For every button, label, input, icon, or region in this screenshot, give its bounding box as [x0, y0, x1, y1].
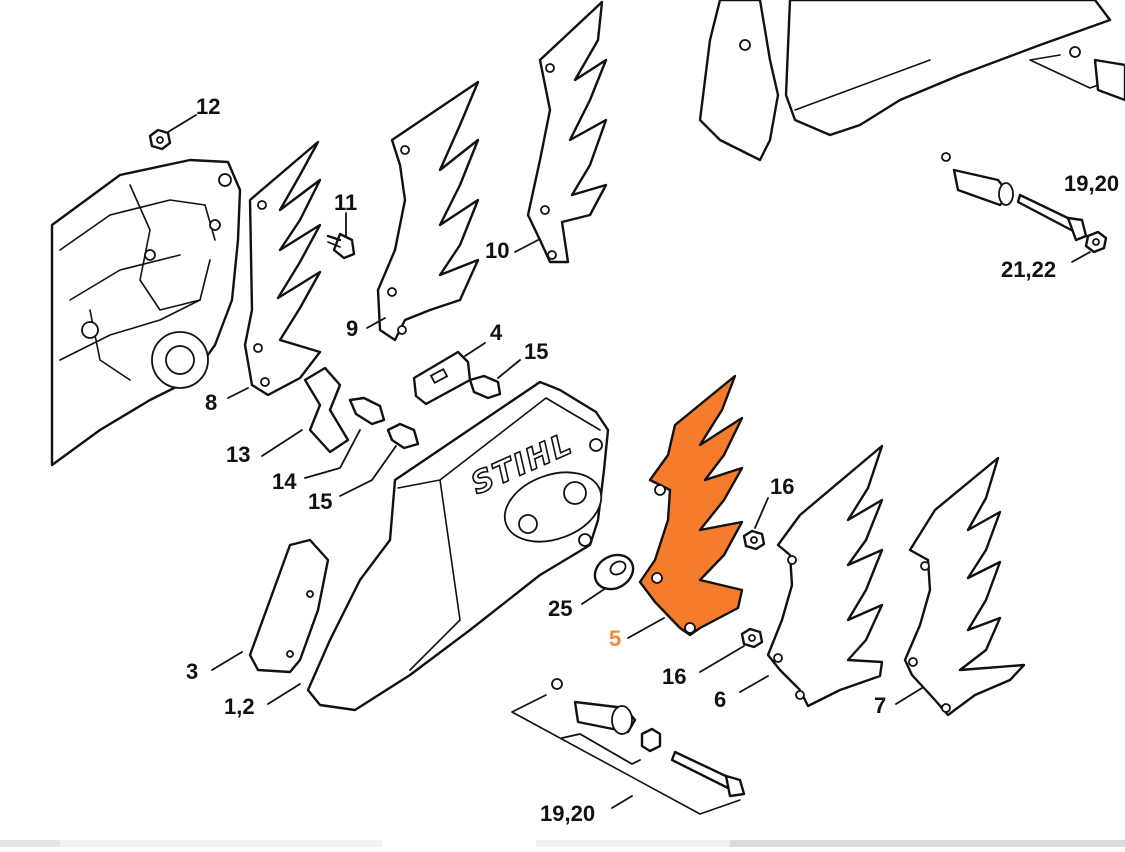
nut-25[interactable]	[589, 548, 640, 596]
leader-21-22	[1071, 251, 1091, 263]
leader-16-lower	[699, 645, 745, 673]
cover-3[interactable]	[248, 538, 330, 674]
callout-5-selected[interactable]: 5	[609, 626, 622, 651]
callout-4[interactable]: 4	[490, 320, 503, 345]
leader-15-lower	[339, 445, 397, 497]
plate-5-highlighted[interactable]	[638, 374, 744, 637]
plate-9[interactable]	[376, 80, 480, 342]
nut-16-lower[interactable]	[740, 627, 764, 649]
leader-4	[464, 342, 486, 357]
callout-16-lower[interactable]: 16	[662, 664, 687, 689]
callout-11[interactable]: 11	[334, 190, 358, 215]
callout-16-upper[interactable]: 16	[770, 474, 795, 499]
callout-13[interactable]: 13	[226, 442, 251, 467]
clip-13[interactable]	[303, 366, 350, 454]
bracket-4[interactable]	[412, 350, 472, 406]
leader-25	[581, 587, 607, 605]
spacer-19-20-upper[interactable]	[941, 46, 1125, 242]
nut-12[interactable]	[148, 128, 172, 151]
nut-16-upper[interactable]	[742, 529, 766, 551]
callout-8[interactable]: 8	[205, 390, 218, 415]
top-cover-drawing	[698, 0, 1112, 162]
leader-1-2	[267, 683, 301, 705]
callout-7[interactable]: 7	[874, 693, 887, 718]
callout-19-20-upper[interactable]: 19,20	[1064, 171, 1120, 196]
screw-15-lower[interactable]	[386, 422, 420, 450]
callout-12[interactable]: 12	[196, 94, 221, 119]
callout-6[interactable]: 6	[714, 687, 727, 712]
leader-9	[366, 317, 386, 329]
plate-8[interactable]	[243, 140, 322, 397]
callout-21-22[interactable]: 21,22	[1001, 257, 1057, 282]
callout-14[interactable]: 14	[272, 469, 297, 494]
leader-6	[739, 675, 769, 693]
leader-5	[627, 617, 665, 639]
leader-12	[167, 114, 197, 133]
plate-6[interactable]	[766, 444, 884, 708]
screw-11[interactable]	[326, 232, 356, 260]
leader-8	[227, 387, 249, 399]
leader-19-20-lower	[561, 733, 641, 809]
leader-10	[514, 239, 539, 253]
leader-14	[304, 429, 361, 479]
nut-21-22[interactable]	[1084, 230, 1108, 254]
callout-25[interactable]: 25	[548, 596, 573, 621]
bottom-edge-strip	[0, 840, 1125, 847]
sprocket-cover-1-2[interactable]	[306, 380, 611, 712]
leader-15-upper	[497, 359, 521, 379]
spacer-19-20-lower[interactable]	[551, 678, 746, 798]
leader-16-upper	[754, 497, 769, 529]
screw-14[interactable]	[348, 396, 386, 426]
assembly-line-19-20	[511, 694, 741, 815]
callout-15-upper[interactable]: 15	[524, 339, 549, 364]
leader-3	[211, 651, 243, 671]
callout-15-lower[interactable]: 15	[308, 489, 333, 514]
screw-15-upper[interactable]	[468, 374, 502, 400]
callout-3[interactable]: 3	[186, 659, 199, 684]
callout-10[interactable]: 10	[485, 238, 510, 263]
callout-1-2[interactable]: 1,2	[224, 694, 255, 719]
callout-9[interactable]: 9	[346, 316, 359, 341]
leader-7	[895, 687, 923, 705]
leader-13	[261, 429, 303, 457]
engine-housing-drawing	[50, 158, 242, 467]
plate-7[interactable]	[903, 456, 1026, 717]
plate-10[interactable]	[526, 0, 608, 264]
callout-19-20-lower[interactable]: 19,20	[540, 801, 596, 826]
